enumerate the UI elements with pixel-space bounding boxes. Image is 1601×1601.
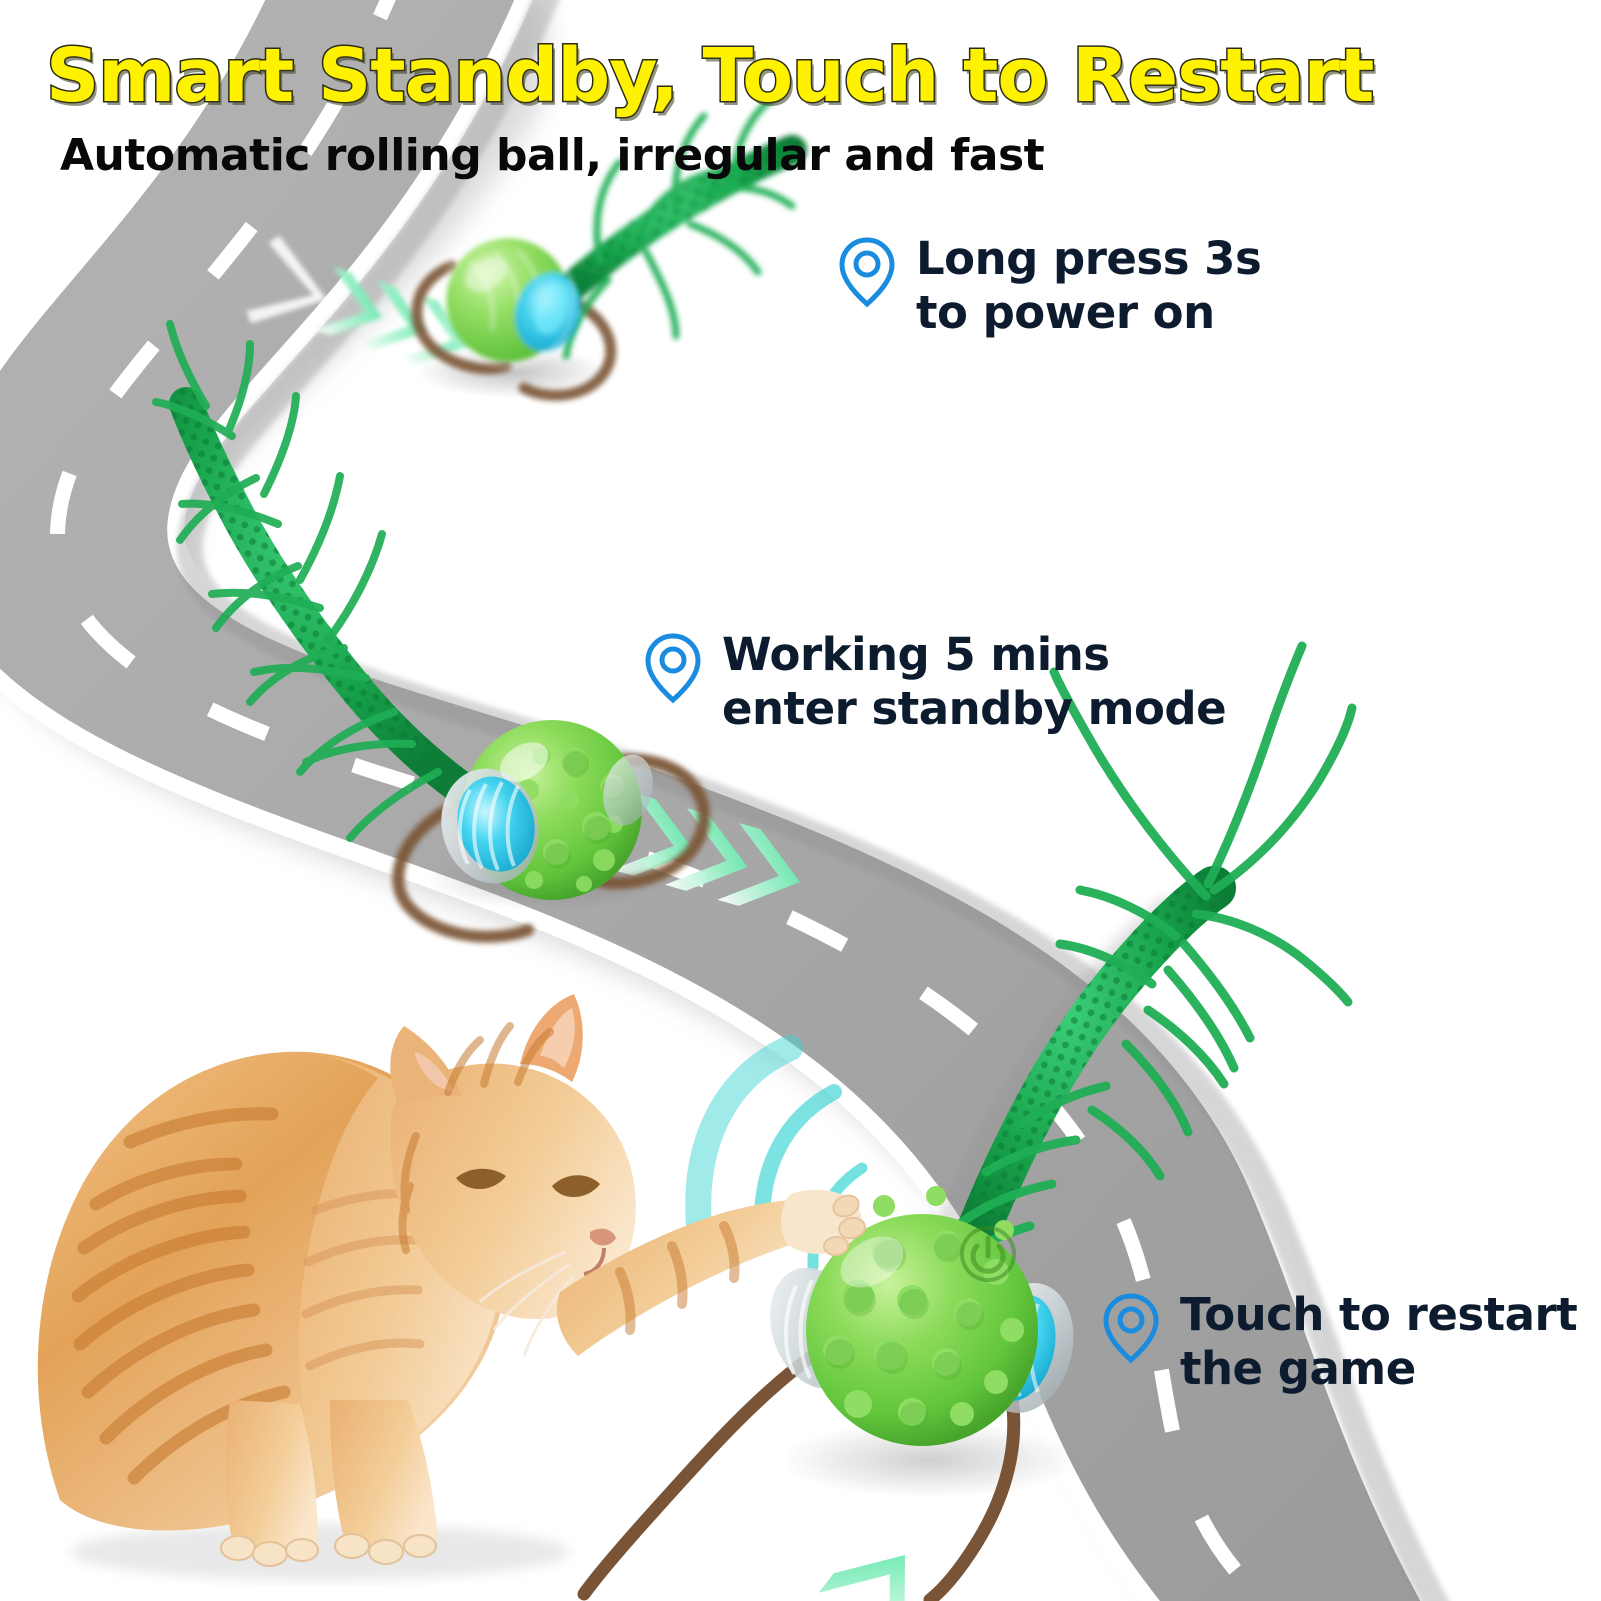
map-pin-icon xyxy=(839,237,895,308)
callout-restart-line2: the game xyxy=(1180,1342,1416,1395)
ball-tail-bottom xyxy=(912,641,1357,1294)
callout-restart-line1: Touch to restart xyxy=(1180,1288,1578,1341)
ball-tail-middle xyxy=(152,320,507,842)
ball-tail-top xyxy=(541,92,807,360)
rolling-ball-bottom xyxy=(577,1186,1080,1601)
callout-standby: Working 5 mins enter standby mode xyxy=(642,628,1227,736)
callout-power-on-line1: Long press 3s xyxy=(916,232,1262,285)
map-pin-icon xyxy=(1103,1293,1159,1364)
callout-standby-line1: Working 5 mins xyxy=(722,628,1110,681)
callout-standby-line2: enter standby mode xyxy=(722,682,1227,735)
page-title: Smart Standby, Touch to Restart xyxy=(44,33,1375,119)
callout-power-on-line2: to power on xyxy=(916,286,1215,339)
rolling-ball-top xyxy=(411,92,807,401)
rolling-ball-middle xyxy=(152,320,711,943)
headline-block: Smart Standby, Touch to Restart Automati… xyxy=(44,33,1375,182)
cat xyxy=(37,994,866,1580)
motion-arrows-top xyxy=(246,235,470,364)
power-button-icon xyxy=(960,1226,1016,1282)
map-pin-icon xyxy=(645,633,701,704)
page-subtitle: Automatic rolling ball, irregular and fa… xyxy=(60,130,1045,181)
motion-arrows-bottom xyxy=(818,1555,905,1601)
callout-power-on: Long press 3s to power on xyxy=(836,232,1262,340)
callout-restart: Touch to restart the game xyxy=(1100,1288,1578,1396)
